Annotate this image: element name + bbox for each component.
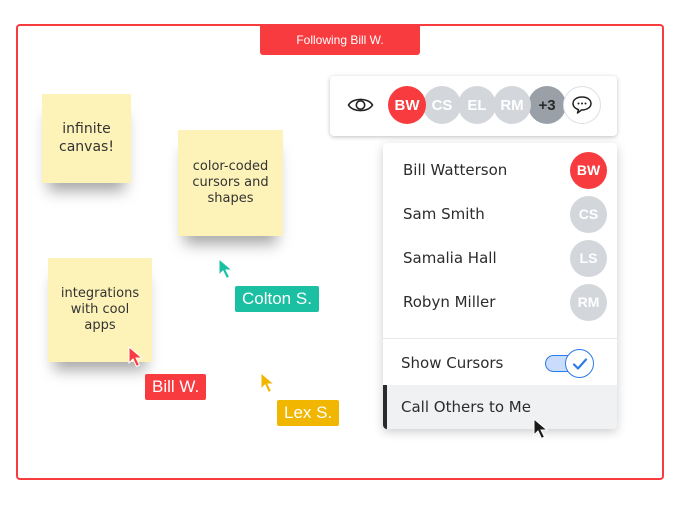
checkmark-icon bbox=[572, 357, 587, 370]
avatar-bw[interactable]: BW bbox=[388, 86, 426, 124]
panel-divider bbox=[383, 338, 617, 339]
show-cursors-row: Show Cursors bbox=[383, 341, 617, 385]
call-others-button[interactable]: Call Others to Me bbox=[383, 385, 617, 429]
show-cursors-label: Show Cursors bbox=[401, 354, 504, 372]
chat-button[interactable] bbox=[563, 86, 601, 124]
show-cursors-toggle[interactable] bbox=[545, 349, 595, 378]
collaborators-panel: Bill Watterson BW Sam Smith CS Samalia H… bbox=[383, 143, 617, 429]
user-row-samalia-hall[interactable]: Samalia Hall LS bbox=[383, 236, 617, 280]
avatar-cs[interactable]: CS bbox=[423, 86, 461, 124]
sticky-note[interactable]: infinite canvas! bbox=[42, 94, 131, 183]
more-collaborators-button[interactable]: +3 bbox=[528, 86, 566, 124]
colton-cursor-label: Colton S. bbox=[235, 286, 319, 312]
toggle-knob bbox=[565, 349, 594, 378]
following-banner-text: Following Bill W. bbox=[296, 32, 384, 47]
chat-bubble-icon bbox=[572, 96, 592, 114]
user-avatar: BW bbox=[570, 151, 607, 189]
bill-cursor-label: Bill W. bbox=[145, 374, 207, 400]
lex-cursor-label: Lex S. bbox=[277, 400, 340, 426]
following-banner: Following Bill W. bbox=[260, 24, 420, 55]
avatar-el[interactable]: EL bbox=[458, 86, 496, 124]
user-name: Samalia Hall bbox=[403, 249, 497, 267]
user-row-sam-smith[interactable]: Sam Smith CS bbox=[383, 192, 617, 236]
user-row-bill-watterson[interactable]: Bill Watterson BW bbox=[383, 148, 617, 192]
sticky-note-text: integrations with cool apps bbox=[60, 285, 140, 334]
sticky-note-text: color-coded cursors and shapes bbox=[192, 158, 269, 207]
user-avatar: LS bbox=[570, 239, 607, 277]
user-name: Bill Watterson bbox=[403, 161, 508, 179]
user-name: Robyn Miller bbox=[403, 293, 496, 311]
user-name: Sam Smith bbox=[403, 205, 485, 223]
eye-icon[interactable] bbox=[347, 96, 374, 114]
avatar-rm[interactable]: RM bbox=[493, 86, 531, 124]
user-row-robyn-miller[interactable]: Robyn Miller RM bbox=[383, 280, 617, 324]
call-others-label: Call Others to Me bbox=[401, 398, 531, 416]
sticky-note-text: infinite canvas! bbox=[59, 121, 114, 155]
bill-cursor-icon bbox=[128, 346, 144, 368]
sticky-note[interactable]: color-coded cursors and shapes bbox=[178, 130, 283, 236]
collaborators-toolbar: BW CS EL RM +3 bbox=[330, 76, 617, 136]
user-avatar: CS bbox=[570, 195, 607, 233]
lex-cursor-icon bbox=[260, 372, 276, 394]
mouse-pointer-icon bbox=[533, 418, 549, 440]
user-avatar: RM bbox=[570, 283, 607, 321]
colton-cursor-icon bbox=[218, 258, 234, 280]
sticky-note[interactable]: integrations with cool apps bbox=[48, 258, 152, 362]
